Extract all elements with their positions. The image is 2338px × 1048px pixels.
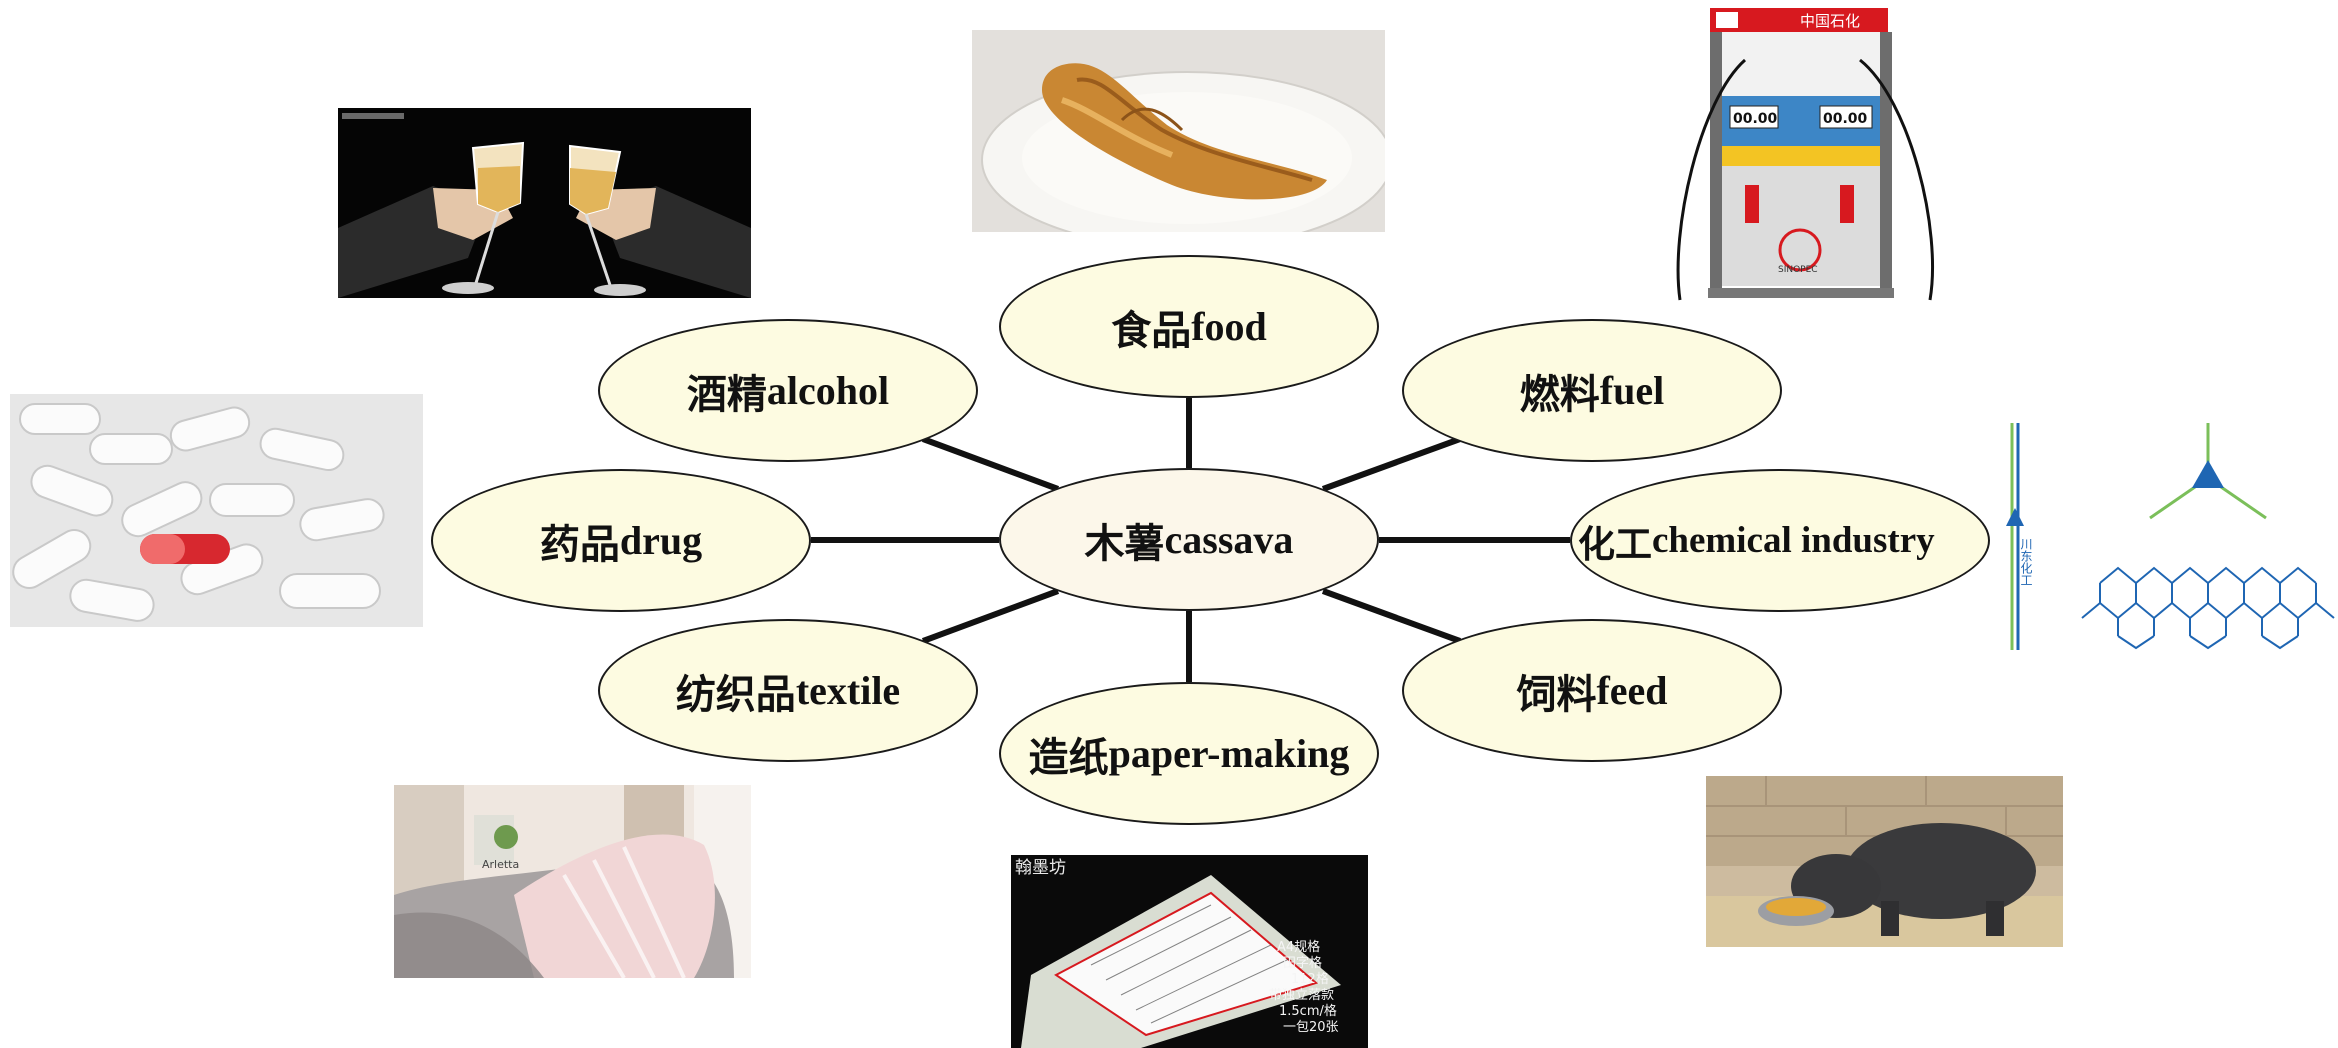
- node-chemical-cn: 化工: [1578, 524, 1652, 566]
- paper-note-line-3: 112格: [1291, 971, 1329, 987]
- node-chemical-en: chemical industry: [1652, 520, 1935, 561]
- node-feed-en: feed: [1596, 668, 1668, 713]
- champagne-toast-image: [338, 108, 751, 298]
- fuel-pump-image: 中国石化 00.00 00.00 SINOPEC: [1660, 0, 1950, 318]
- croissant-image: [972, 30, 1385, 232]
- pump-display-right: 00.00: [1823, 111, 1868, 127]
- node-alcohol-en: alcohol: [766, 368, 890, 413]
- calligraphy-paper-image: 翰墨坊 A4规格 田字格 112格 带独立落款 1.5cm/格 一包20张: [1011, 855, 1368, 1048]
- link-alcohol: [921, 436, 1060, 492]
- blanket-image: Arletta: [394, 785, 751, 978]
- chemical-vertical-text: 川东化工: [2019, 538, 2033, 586]
- node-food-cn: 食品: [1111, 307, 1192, 353]
- node-cassava-cn: 木薯: [1084, 520, 1165, 566]
- node-textile-en: textile: [795, 668, 901, 713]
- paper-note-line-5: 1.5cm/格: [1279, 1003, 1337, 1019]
- paper-shop-text: 翰墨坊: [1015, 858, 1066, 878]
- node-cassava-en: cassava: [1164, 517, 1294, 562]
- pills-image: [10, 394, 423, 627]
- chemical-company-logo: 川东化工: [2000, 418, 2338, 654]
- paper-note-line-1: A4规格: [1277, 939, 1320, 955]
- node-alcohol-cn: 酒精: [686, 371, 767, 417]
- paper-note-line-4: 带独立落款: [1269, 988, 1334, 1003]
- paper-note-line-6: 一包20张: [1283, 1020, 1339, 1035]
- node-textile-cn: 纺织品: [675, 671, 796, 717]
- pump-brand-text: 中国石化: [1800, 12, 1860, 30]
- paper-note-line-2: 田字格: [1283, 955, 1322, 971]
- pig-image: [1706, 776, 2063, 947]
- node-paper-cn: 造纸: [1028, 734, 1109, 780]
- node-paper-en: paper-making: [1108, 731, 1350, 776]
- node-fuel-en: fuel: [1599, 368, 1665, 413]
- node-food-en: food: [1191, 304, 1267, 349]
- node-drug-cn: 药品: [539, 521, 620, 567]
- node-drug-en: drug: [619, 518, 703, 563]
- link-fuel: [1321, 436, 1462, 492]
- pump-logo-text: SINOPEC: [1778, 265, 1818, 275]
- node-fuel-cn: 燃料: [1519, 371, 1600, 417]
- link-textile: [921, 588, 1060, 644]
- blanket-brand-text: Arletta: [482, 858, 519, 871]
- link-feed: [1321, 588, 1462, 644]
- pump-display-left: 00.00: [1733, 111, 1778, 127]
- node-feed-cn: 饲料: [1516, 671, 1597, 717]
